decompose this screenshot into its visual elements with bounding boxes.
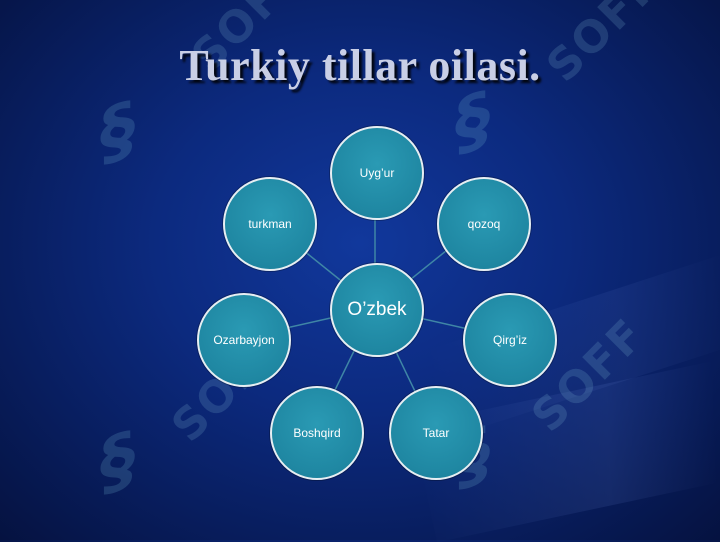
language-node: qozoq [437, 177, 531, 271]
language-node: Boshqird [270, 386, 364, 480]
slide-title: Turkiy tillar oilasi. [179, 41, 541, 90]
language-node: Qirg’iz [463, 293, 557, 387]
language-node: turkman [223, 177, 317, 271]
language-node: Tatar [389, 386, 483, 480]
center-node: O’zbek [330, 263, 424, 357]
language-node: Uyg’ur [330, 126, 424, 220]
language-node: Ozarbayjon [197, 293, 291, 387]
